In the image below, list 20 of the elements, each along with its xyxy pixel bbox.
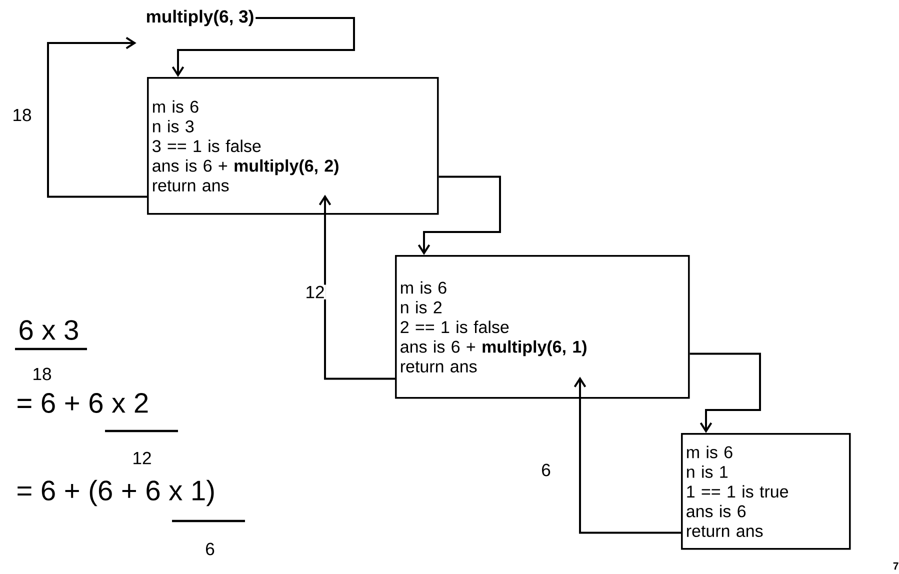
page-number: 7 [893,562,898,570]
call-frame-box: m is 6 n is 3 3 == 1 is false ans is 6 + multiply(6, 2) return ans [147,77,439,215]
arrow [418,176,501,255]
edge-label: 6 [540,462,552,478]
arrow [172,17,355,77]
value-text: 6 [206,542,214,556]
expression-text: = 6 + 6 x 2 [18,393,148,413]
call-frame-box: m is 6 n is 2 2 == 1 is false ans is 6 + multiply(6, 1) return ans [395,255,690,399]
call-frame-box: m is 6 n is 1 1 == 1 is true ans is 6 return ans [681,433,851,550]
arrow [690,352,761,433]
value-text: 18 [34,368,51,380]
arrow [574,376,681,534]
arrow [47,36,147,198]
arrow [318,194,395,380]
expression-text: 6 x 3 [20,320,78,340]
edge-label: 12 [304,284,326,300]
function-call-text: multiply(6, 3) [146,10,254,26]
expression-text: = 6 + (6 + 6 x 1) [18,480,214,506]
edge-label: 18 [11,108,33,122]
value-text: 12 [134,452,151,464]
